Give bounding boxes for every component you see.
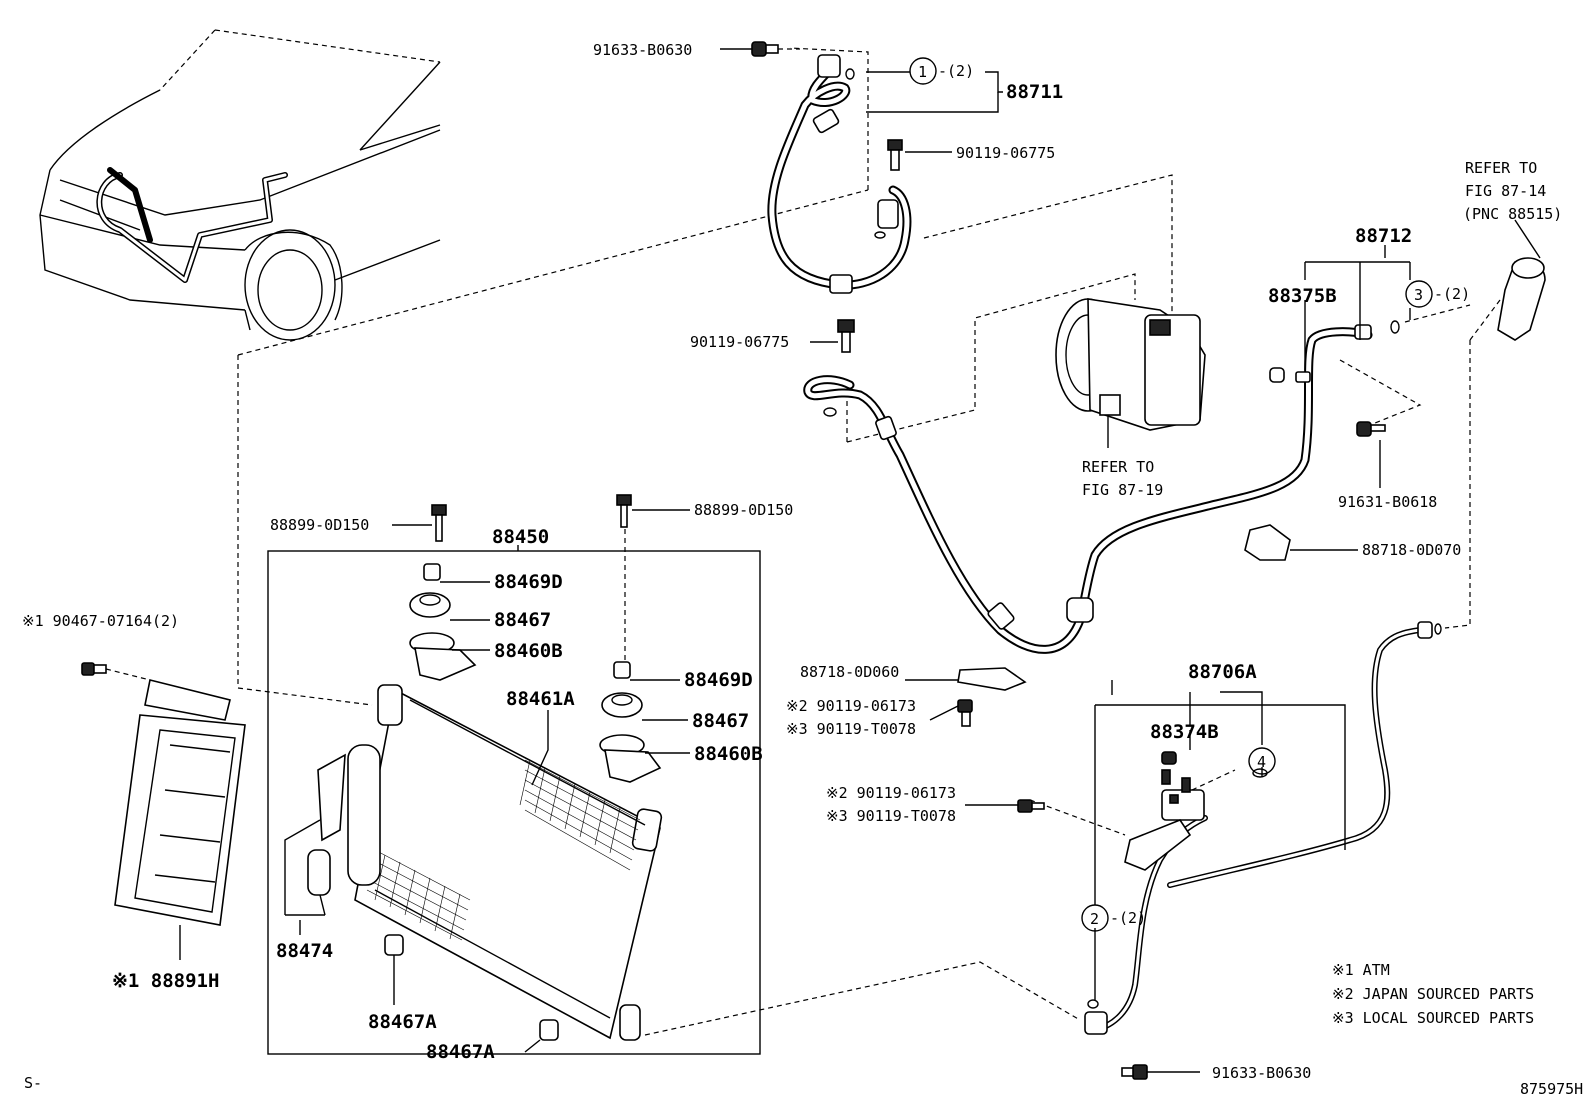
compressor-illustration (1055, 298, 1206, 448)
label-refer-fig-87-14-line2: FIG 87-14 (1465, 182, 1546, 200)
label-90467-07164: ※1 90467-07164(2) (22, 612, 179, 630)
label-88891h: ※1 88891H (112, 970, 219, 992)
label-90119-06173-a: ※2 90119-06173 (786, 697, 916, 715)
ref-4-number: 4 (1257, 753, 1266, 771)
label-refer-fig-87-14-line1: REFER TO (1465, 159, 1537, 177)
shroud-88891h (81, 662, 246, 926)
label-91633-b0630-bottom: 91633-B0630 (1212, 1064, 1311, 1082)
label-88375b: 88375B (1268, 285, 1337, 307)
bolt-91633-b0630-top (751, 41, 800, 57)
note-japan-sourced: ※2 JAPAN SOURCED PARTS (1332, 985, 1534, 1003)
part-labels: 91633-B0630 88711 1 -(2) 90119-06775 REF… (22, 41, 1583, 1098)
label-90119-t0078-b: ※3 90119-T0078 (826, 807, 956, 825)
liquid-line-88706a (1084, 621, 1442, 1035)
label-88467-lower: 88467 (692, 710, 749, 732)
label-90119-06775-top: 90119-06775 (956, 144, 1055, 162)
label-88450: 88450 (492, 526, 549, 548)
reference-dashed-lines (237, 47, 1501, 1036)
label-88718-0d060: 88718-0D060 (800, 663, 899, 681)
label-88467a-right: 88467A (426, 1041, 495, 1063)
circled-references (909, 57, 1433, 932)
ref-3-qty: -(2) (1434, 285, 1470, 303)
note-atm: ※1 ATM (1332, 961, 1390, 979)
label-88469d-lower: 88469D (684, 669, 753, 691)
label-90119-06173-b: ※2 90119-06173 (826, 784, 956, 802)
vehicle-outline-illustration (39, 29, 441, 341)
ref-2-number: 2 (1090, 910, 1099, 928)
label-88374b: 88374B (1150, 721, 1219, 743)
label-88460b-lower: 88460B (694, 743, 763, 765)
leader-lines (179, 48, 1541, 1073)
label-90119-06775-mid: 90119-06775 (690, 333, 789, 351)
figure-code: 875975H (1520, 1080, 1583, 1098)
label-88474: 88474 (276, 940, 333, 962)
label-refer-fig-87-19-line1: REFER TO (1082, 458, 1154, 476)
label-88718-0d070: 88718-0D070 (1362, 541, 1461, 559)
s-mark: S- (24, 1074, 42, 1092)
label-88706a: 88706A (1188, 661, 1257, 683)
bolts-88706a (957, 667, 1148, 1080)
ref-1-number: 1 (918, 63, 927, 81)
label-88469d-upper: 88469D (494, 571, 563, 593)
label-91633-b0630-top: 91633-B0630 (593, 41, 692, 59)
label-88899-0d150-left: 88899-0D150 (270, 516, 369, 534)
suction-hose (803, 320, 1400, 654)
bolt-90119-06775-top (887, 139, 903, 171)
label-88461a: 88461A (506, 688, 575, 710)
discharge-hose-88711 (767, 54, 912, 294)
label-88467a-left: 88467A (368, 1011, 437, 1033)
label-90119-t0078-a: ※3 90119-T0078 (786, 720, 916, 738)
ref-1-qty: -(2) (938, 62, 974, 80)
label-refer-fig-87-14-line3: (PNC 88515) (1463, 205, 1562, 223)
note-local-sourced: ※3 LOCAL SOURCED PARTS (1332, 1009, 1534, 1027)
label-88467-upper: 88467 (494, 609, 551, 631)
bolt-90119-06775-mid (837, 319, 855, 353)
ref-2-qty: -(2) (1110, 909, 1146, 927)
label-88712: 88712 (1355, 225, 1412, 247)
label-91631-b0618: 91631-B0618 (1338, 493, 1437, 511)
label-88711: 88711 (1006, 81, 1063, 103)
condenser-88461a (347, 684, 663, 1041)
label-88460b-upper: 88460B (494, 640, 563, 662)
label-88899-0d150-right: 88899-0D150 (694, 501, 793, 519)
small-parts-right (1244, 257, 1546, 561)
condenser-mounts (284, 494, 662, 1041)
ref-3-number: 3 (1414, 286, 1423, 304)
condenser-assembly-box (267, 550, 761, 1055)
label-refer-fig-87-19-line2: FIG 87-19 (1082, 481, 1163, 499)
